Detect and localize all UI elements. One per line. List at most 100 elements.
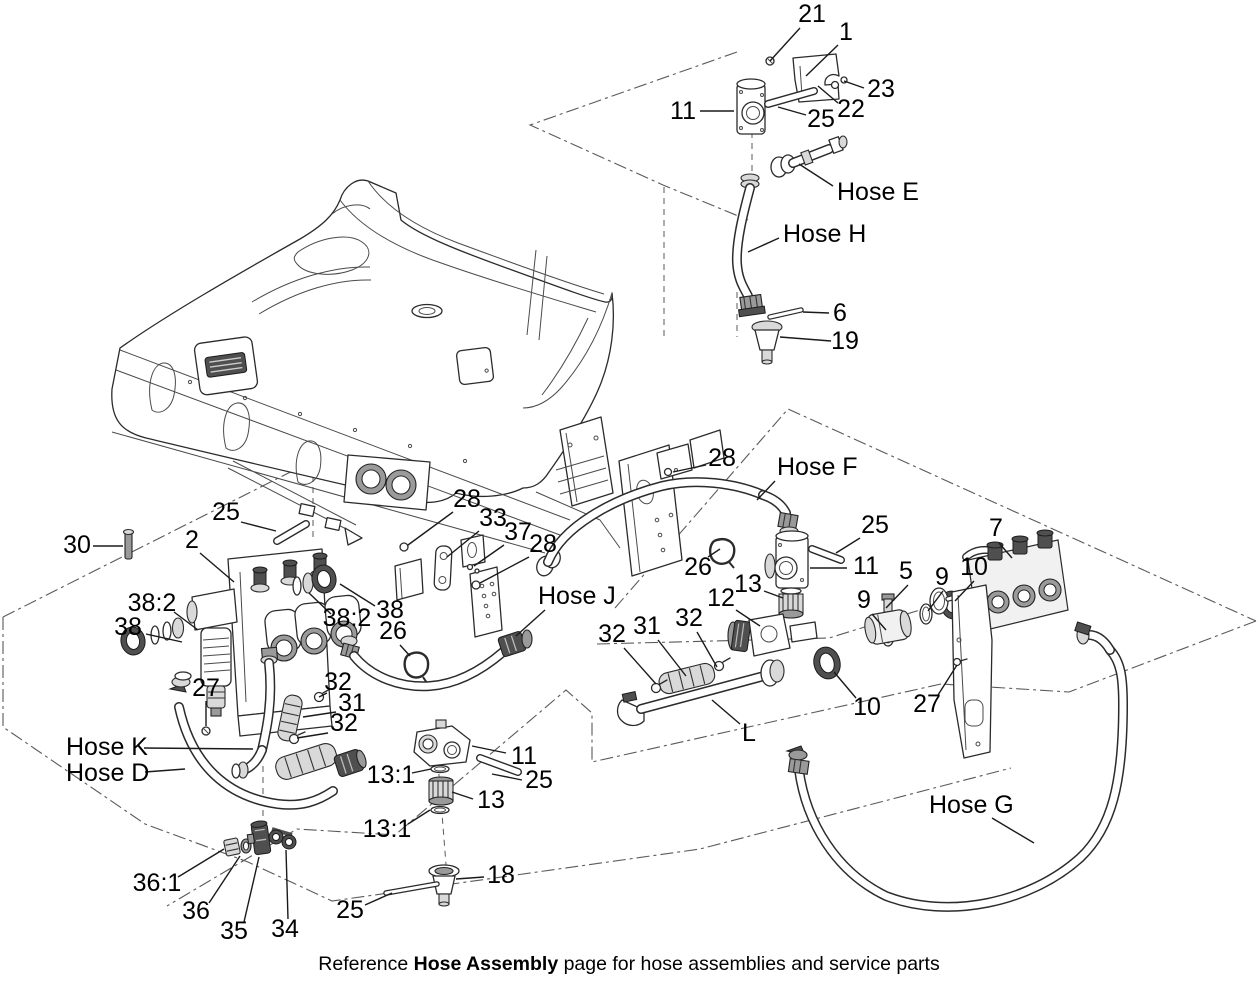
toro-badge bbox=[193, 336, 259, 396]
callout-leader bbox=[991, 817, 1035, 844]
callout-leader bbox=[927, 590, 944, 612]
callout-label: Hose H bbox=[783, 220, 866, 248]
hose-g bbox=[785, 621, 1129, 912]
callout-leader bbox=[479, 556, 530, 584]
callout-label: Hose E bbox=[837, 178, 919, 206]
fitting-38-right bbox=[311, 564, 337, 594]
callout-label: 36:1 bbox=[133, 869, 182, 897]
callout-label: 32 bbox=[675, 604, 703, 632]
callout-label: 36 bbox=[182, 897, 210, 925]
callout-label: L bbox=[742, 719, 756, 747]
callout-label: 27 bbox=[192, 674, 220, 702]
callout-leader bbox=[515, 609, 546, 637]
o-ring-13-1-upper bbox=[430, 764, 450, 774]
callout-label: 22 bbox=[837, 95, 865, 123]
callout-label: 28 bbox=[453, 485, 481, 513]
callout-leader bbox=[173, 611, 199, 631]
handle-25-left bbox=[273, 520, 310, 545]
pin-30 bbox=[122, 528, 135, 560]
clamp-32-lower bbox=[288, 731, 306, 745]
clamp-36-1 bbox=[223, 837, 241, 857]
screw-28 bbox=[663, 467, 678, 477]
callout-label: 27 bbox=[913, 690, 941, 718]
callout-label: 9 bbox=[935, 563, 949, 591]
callout-leader bbox=[208, 855, 241, 904]
callout-leader bbox=[777, 106, 807, 116]
valve-body-11 bbox=[736, 78, 766, 135]
clip-34 bbox=[268, 827, 297, 850]
callout-leader bbox=[473, 544, 505, 567]
ring-10-lower bbox=[813, 646, 841, 680]
callout-label: 38:2 bbox=[128, 589, 177, 617]
hose-f-collar bbox=[777, 511, 799, 531]
callout-label: 5 bbox=[899, 557, 913, 585]
callout-leader bbox=[763, 590, 784, 599]
handle-25 bbox=[764, 87, 818, 108]
callout-label: 10 bbox=[960, 553, 988, 581]
nozzle-19 bbox=[751, 320, 783, 365]
clamp-32-right bbox=[713, 657, 731, 672]
assembly-left bbox=[120, 520, 533, 907]
callout-label: 31 bbox=[338, 689, 366, 717]
fuel-cap bbox=[411, 303, 443, 319]
callout-leader bbox=[769, 27, 801, 62]
callout-leader bbox=[199, 552, 235, 583]
wand-25-bottom bbox=[383, 881, 440, 896]
callout-label: 26 bbox=[684, 553, 712, 581]
callout-label: 32 bbox=[598, 620, 626, 648]
screw-27-left bbox=[201, 726, 211, 736]
twin-ports bbox=[343, 454, 431, 511]
callout-leader bbox=[802, 311, 830, 314]
callout-leader bbox=[240, 521, 277, 532]
fitting-32-end bbox=[333, 749, 367, 777]
callout-label: 33 bbox=[479, 504, 507, 532]
frame-brackets bbox=[394, 416, 725, 638]
callout-leader bbox=[285, 849, 289, 920]
callout-leader bbox=[696, 631, 718, 668]
assembly-center bbox=[616, 529, 1129, 912]
callout-leader bbox=[318, 692, 328, 698]
callout-label: 11 bbox=[853, 552, 879, 580]
callout-label: 13:1 bbox=[363, 815, 412, 843]
callout-leader bbox=[177, 848, 225, 878]
phantom-plane-lines bbox=[2, 51, 1257, 907]
callout-leader bbox=[937, 664, 958, 696]
screw-28b bbox=[399, 542, 409, 552]
callout-leader bbox=[711, 699, 741, 725]
clip-26-left bbox=[403, 651, 430, 684]
callout-leader bbox=[296, 732, 329, 739]
footer-bold: Hose Assembly bbox=[413, 953, 559, 975]
tube-l bbox=[616, 659, 785, 727]
callout-label: 12 bbox=[707, 584, 735, 612]
callout-label: 13 bbox=[734, 570, 762, 598]
callout-leader bbox=[707, 548, 721, 558]
elbow-12 bbox=[727, 613, 818, 657]
callout-leader bbox=[451, 791, 474, 800]
callout-label: 11 bbox=[511, 742, 537, 770]
callout-label: Hose K bbox=[66, 733, 148, 761]
callout-label: 9 bbox=[857, 586, 871, 614]
callout-label: 7 bbox=[989, 514, 1003, 542]
callout-leader bbox=[302, 711, 337, 718]
callout-leader bbox=[954, 580, 975, 602]
fitting-5 bbox=[864, 593, 912, 645]
callout-label: Hose J bbox=[538, 582, 616, 610]
callout-leader bbox=[145, 633, 183, 643]
callout-leader bbox=[657, 639, 687, 677]
callout-leader bbox=[747, 237, 780, 253]
callout-leader bbox=[491, 773, 523, 781]
bracket-33 bbox=[433, 545, 453, 591]
callout-label: 25 bbox=[861, 511, 889, 539]
callout-label: Hose D bbox=[66, 759, 149, 787]
callout-label: 25 bbox=[212, 498, 240, 526]
hose-guard-31-k bbox=[277, 694, 303, 742]
hose-d bbox=[168, 671, 338, 810]
callout-leader bbox=[308, 592, 332, 615]
callout-label: 32 bbox=[324, 668, 352, 696]
callout-leader bbox=[735, 609, 761, 627]
mount-bracket-7 bbox=[951, 584, 993, 759]
callout-leader bbox=[843, 80, 865, 89]
fitting-38-left bbox=[120, 626, 146, 656]
callout-label: 34 bbox=[271, 915, 299, 943]
callout-leader bbox=[411, 768, 432, 774]
